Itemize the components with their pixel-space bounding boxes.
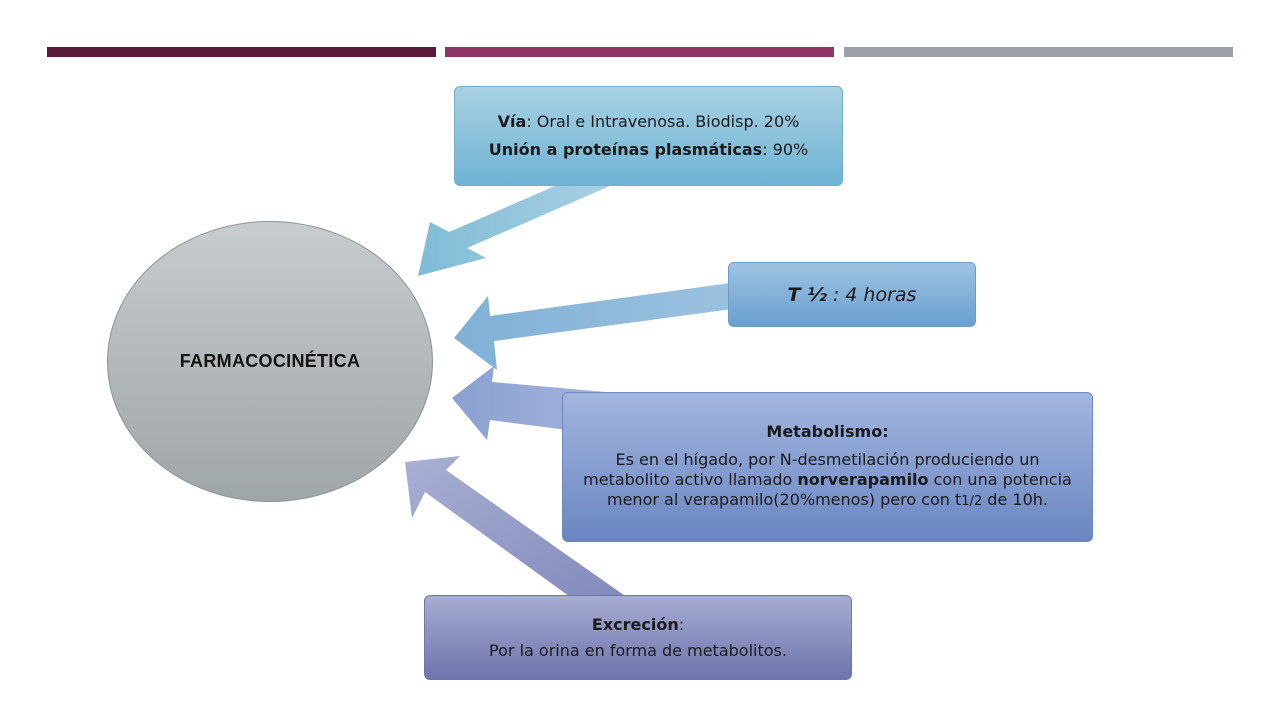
arrow-excretion bbox=[405, 456, 638, 620]
half-life-line: T ½ : 4 horas bbox=[788, 285, 917, 305]
accent-bar-2 bbox=[445, 47, 834, 57]
route-text: : Oral e Intravenosa. Biodisp. 20% bbox=[526, 112, 800, 131]
protein-binding-text: : 90% bbox=[762, 140, 809, 159]
hub-label: FARMACOCINÉTICA bbox=[179, 351, 361, 371]
metabolism-text: Es en el hígado, por N-desmetilación pro… bbox=[575, 450, 1080, 512]
excretion-heading: Excreción: bbox=[592, 615, 684, 635]
excretion-label: Excreción bbox=[591, 614, 679, 634]
metabolism-text-1: Es en el hígado, por N-desmetilación pro… bbox=[583, 450, 1040, 489]
pharmacokinetics-hub: FARMACOCINÉTICA bbox=[107, 221, 433, 502]
excretion-box: Excreción: Por la orina en forma de meta… bbox=[424, 595, 852, 680]
metabolism-title: Metabolismo: bbox=[766, 422, 889, 441]
protein-binding-label: Unión a proteínas plasmáticas bbox=[488, 140, 763, 159]
arrow-via bbox=[418, 170, 610, 276]
half-life-label: T ½ bbox=[787, 283, 827, 306]
half-life-text: : 4 horas bbox=[826, 283, 917, 306]
accent-bar-1 bbox=[47, 47, 436, 57]
route-label: Vía bbox=[497, 112, 527, 131]
route-line: Vía: Oral e Intravenosa. Biodisp. 20% bbox=[498, 112, 800, 132]
half-life-subscript: 1/2 bbox=[961, 494, 983, 509]
metabolism-box: Metabolismo: Es en el hígado, por N-desm… bbox=[562, 392, 1093, 542]
excretion-text: Por la orina en forma de metabolitos. bbox=[489, 640, 787, 660]
metabolism-text-2: con una potencia menor al verapamilo(20%… bbox=[607, 470, 1072, 509]
half-life-box: T ½ : 4 horas bbox=[728, 262, 976, 327]
accent-bar-3 bbox=[844, 47, 1233, 57]
metabolite-name: norverapamilo bbox=[797, 470, 929, 489]
route-box: Vía: Oral e Intravenosa. Biodisp. 20% Un… bbox=[454, 86, 843, 186]
excretion-colon: : bbox=[678, 614, 685, 634]
metabolism-text-3: de 10h. bbox=[982, 490, 1048, 509]
protein-binding-line: Unión a proteínas plasmáticas: 90% bbox=[489, 140, 809, 160]
